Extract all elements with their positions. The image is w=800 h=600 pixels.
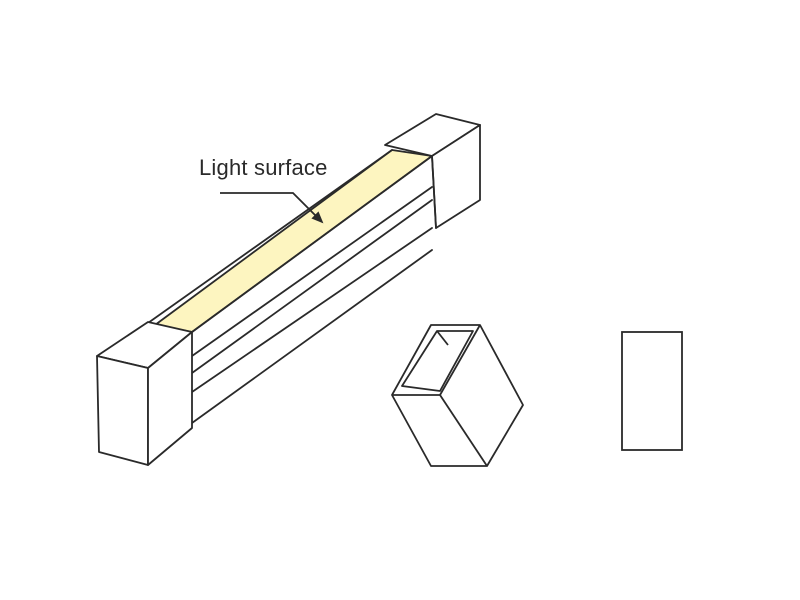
profile-channel xyxy=(147,149,433,424)
right-cap-edge xyxy=(431,155,437,229)
channel-line-5 xyxy=(191,249,433,424)
channel-line-1 xyxy=(191,155,433,333)
cap-edge-3 xyxy=(439,324,481,396)
left-cap-side xyxy=(147,331,193,466)
left-end-cap xyxy=(96,321,193,466)
label-arrow xyxy=(220,192,324,224)
channel-top-edge xyxy=(147,149,393,324)
light-surface-label: Light surface xyxy=(199,155,328,180)
cap-inner-opening xyxy=(401,330,474,392)
end-cap-isometric xyxy=(391,324,524,467)
end-cap-front-view xyxy=(621,331,683,451)
right-end-cap xyxy=(384,113,481,229)
channel-line-4 xyxy=(191,227,433,393)
channel-line-2 xyxy=(191,186,433,357)
channel-line-3 xyxy=(191,199,433,374)
left-cap-front xyxy=(96,355,149,466)
cap-edge-2 xyxy=(439,394,488,467)
cap-inner-diagonal xyxy=(436,330,449,346)
led-strip-profile xyxy=(96,113,481,466)
